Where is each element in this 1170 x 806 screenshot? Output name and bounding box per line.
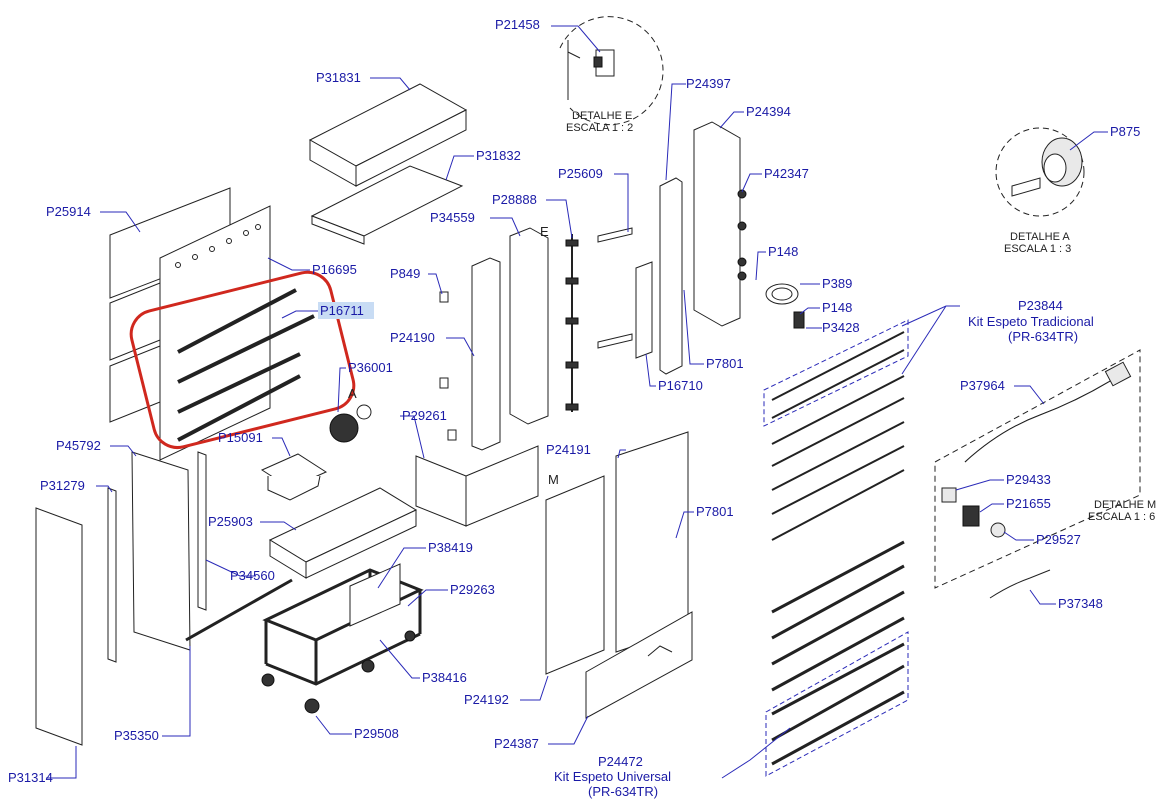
label-p28888[interactable]: P28888 [492,192,537,207]
label-p24190[interactable]: P24190 [390,330,435,345]
label-p24472[interactable]: P24472 [598,754,643,769]
p36001-part [329,404,372,443]
label-p24397[interactable]: P24397 [686,76,731,91]
center-lower-parts [260,431,693,719]
label-p29261[interactable]: P29261 [402,408,447,423]
label-p23844-name: Kit Espeto Tradicional [968,314,1094,329]
detail-e-scale: ESCALA 1 : 2 [566,122,633,134]
label-p31831[interactable]: P31831 [316,70,361,85]
center-top-parts [308,83,805,451]
label-p37348[interactable]: P37348 [1058,596,1103,611]
label-p31314[interactable]: P31314 [8,770,53,785]
leader-lines [46,25,1108,779]
label-p7801-top[interactable]: P7801 [706,356,744,371]
left-shell-parts [35,187,356,746]
label-p34560[interactable]: P34560 [230,568,275,583]
label-p25914[interactable]: P25914 [46,204,91,219]
marker-a: A [348,386,357,401]
part-labels: P21458 P31831 P24397 P24394 P875 P31832 … [8,17,1140,799]
label-p38416[interactable]: P38416 [422,670,467,685]
detail-a-scale: ESCALA 1 : 3 [1004,243,1071,255]
label-p45792[interactable]: P45792 [56,438,101,453]
label-p36001[interactable]: P36001 [348,360,393,375]
label-p849[interactable]: P849 [390,266,420,281]
detail-e-title: DETALHE E [572,110,632,122]
label-p23844-code: (PR-634TR) [1008,329,1078,344]
label-p16710[interactable]: P16710 [658,378,703,393]
detail-e: DETALHE E ESCALA 1 : 2 [559,16,664,134]
label-p24472-name: Kit Espeto Universal [554,769,671,784]
detail-m-scale: ESCALA 1 : 6 [1088,511,1155,523]
label-p389[interactable]: P389 [822,276,852,291]
label-p31279[interactable]: P31279 [40,478,85,493]
label-p16711[interactable]: P16711 [320,303,364,318]
marker-e: E [540,224,549,239]
detail-m-title: DETALHE M [1094,499,1156,511]
label-p24192[interactable]: P24192 [464,692,509,707]
label-p3428[interactable]: P3428 [822,320,860,335]
label-p875[interactable]: P875 [1110,124,1140,139]
label-p24191[interactable]: P24191 [546,442,591,457]
label-p29263[interactable]: P29263 [450,582,495,597]
label-p31832[interactable]: P31832 [476,148,521,163]
label-p23844[interactable]: P23844 [1018,298,1063,313]
detail-a: DETALHE A ESCALA 1 : 3 [995,127,1085,255]
selected-part-highlight [129,270,356,450]
detail-m: DETALHE M ESCALA 1 : 6 [934,349,1156,599]
label-p7801-bottom[interactable]: P7801 [696,504,734,519]
label-p29527[interactable]: P29527 [1036,532,1081,547]
label-p25609[interactable]: P25609 [558,166,603,181]
label-p24472-code: (PR-634TR) [588,784,658,799]
marker-m: M [548,472,559,487]
label-p35350[interactable]: P35350 [114,728,159,743]
label-p37964[interactable]: P37964 [960,378,1005,393]
label-p25903[interactable]: P25903 [208,514,253,529]
label-p24394[interactable]: P24394 [746,104,791,119]
label-p42347[interactable]: P42347 [764,166,809,181]
label-p29433[interactable]: P29433 [1006,472,1051,487]
selected-label-highlight [318,302,374,319]
label-p148-top[interactable]: P148 [768,244,798,259]
label-p15091[interactable]: P15091 [218,430,263,445]
label-p38419[interactable]: P38419 [428,540,473,555]
label-p16695[interactable]: P16695 [312,262,357,277]
detail-a-title: DETALHE A [1010,231,1070,243]
label-p24387[interactable]: P24387 [494,736,539,751]
spit-kits [763,319,909,777]
label-p148-bottom[interactable]: P148 [822,300,852,315]
label-p21655[interactable]: P21655 [1006,496,1051,511]
label-p29508[interactable]: P29508 [354,726,399,741]
label-p34559[interactable]: P34559 [430,210,475,225]
label-p21458[interactable]: P21458 [495,17,540,32]
